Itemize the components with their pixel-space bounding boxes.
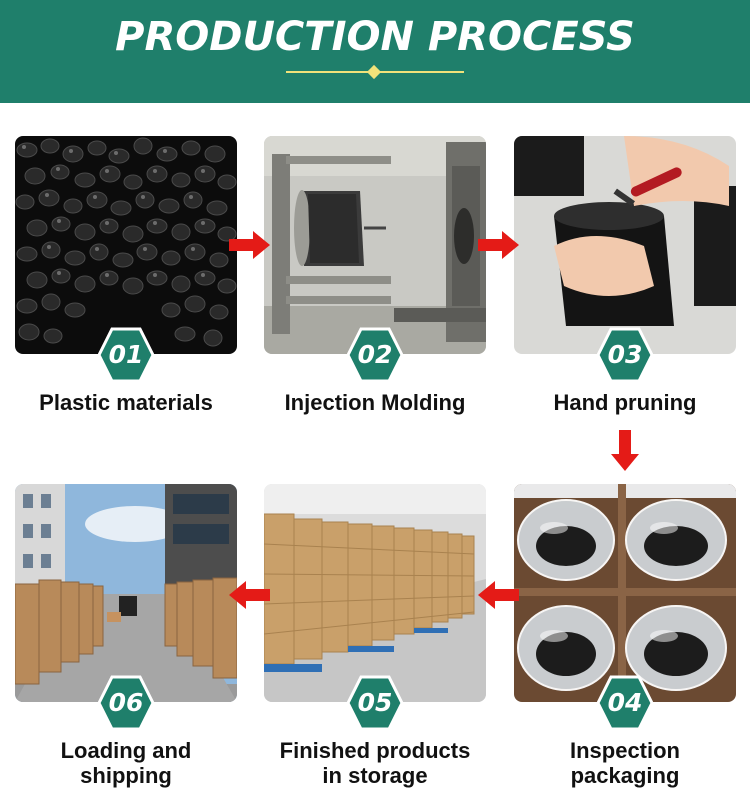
red-arrow-icon (478, 580, 520, 615)
step-label-line-2: packaging (570, 763, 680, 788)
step-number-badge: 04 (597, 675, 653, 731)
red-arrow-icon (229, 580, 271, 615)
step-number: 01 (108, 340, 144, 369)
red-arrow-icon (229, 230, 271, 265)
red-arrow-icon (610, 430, 640, 477)
step-label-line-1: Loading and (60, 738, 192, 763)
step-number: 03 (607, 340, 643, 369)
step-label: Inspection packaging (494, 738, 750, 788)
step-label: Finished products in storage (244, 738, 506, 788)
step-number-badge: 05 (347, 675, 403, 731)
step-number-badge: 06 (98, 675, 154, 731)
step-label-line-1: Inspection (569, 738, 680, 763)
step-label-line-1: Finished products (279, 738, 471, 763)
step-label: Hand pruning (553, 390, 697, 415)
plastic-pellets-photo (15, 136, 237, 354)
header-banner: PRODUCTION PROCESS (0, 0, 750, 103)
title-underline-diamond (366, 64, 382, 80)
step-number: 05 (357, 688, 393, 717)
red-arrow-icon (478, 230, 520, 265)
finished-products-storage-photo (264, 484, 486, 702)
step-number-badge: 02 (347, 327, 403, 383)
step-number-badge: 01 (98, 327, 154, 383)
page-title: PRODUCTION PROCESS (115, 14, 635, 60)
injection-molding-photo (264, 136, 486, 354)
step-label: Injection Molding (284, 390, 466, 415)
loading-shipping-photo (15, 484, 237, 702)
step-number: 04 (607, 688, 643, 717)
step-label-line-2: in storage (322, 763, 428, 788)
step-label: Loading and shipping (0, 738, 257, 788)
inspection-packaging-photo (514, 484, 736, 702)
hand-pruning-photo (514, 136, 736, 354)
step-label: Plastic materials (39, 390, 213, 415)
step-number: 02 (357, 340, 393, 369)
step-label-line-2: shipping (80, 763, 172, 788)
step-number-badge: 03 (597, 327, 653, 383)
step-number: 06 (108, 688, 144, 717)
